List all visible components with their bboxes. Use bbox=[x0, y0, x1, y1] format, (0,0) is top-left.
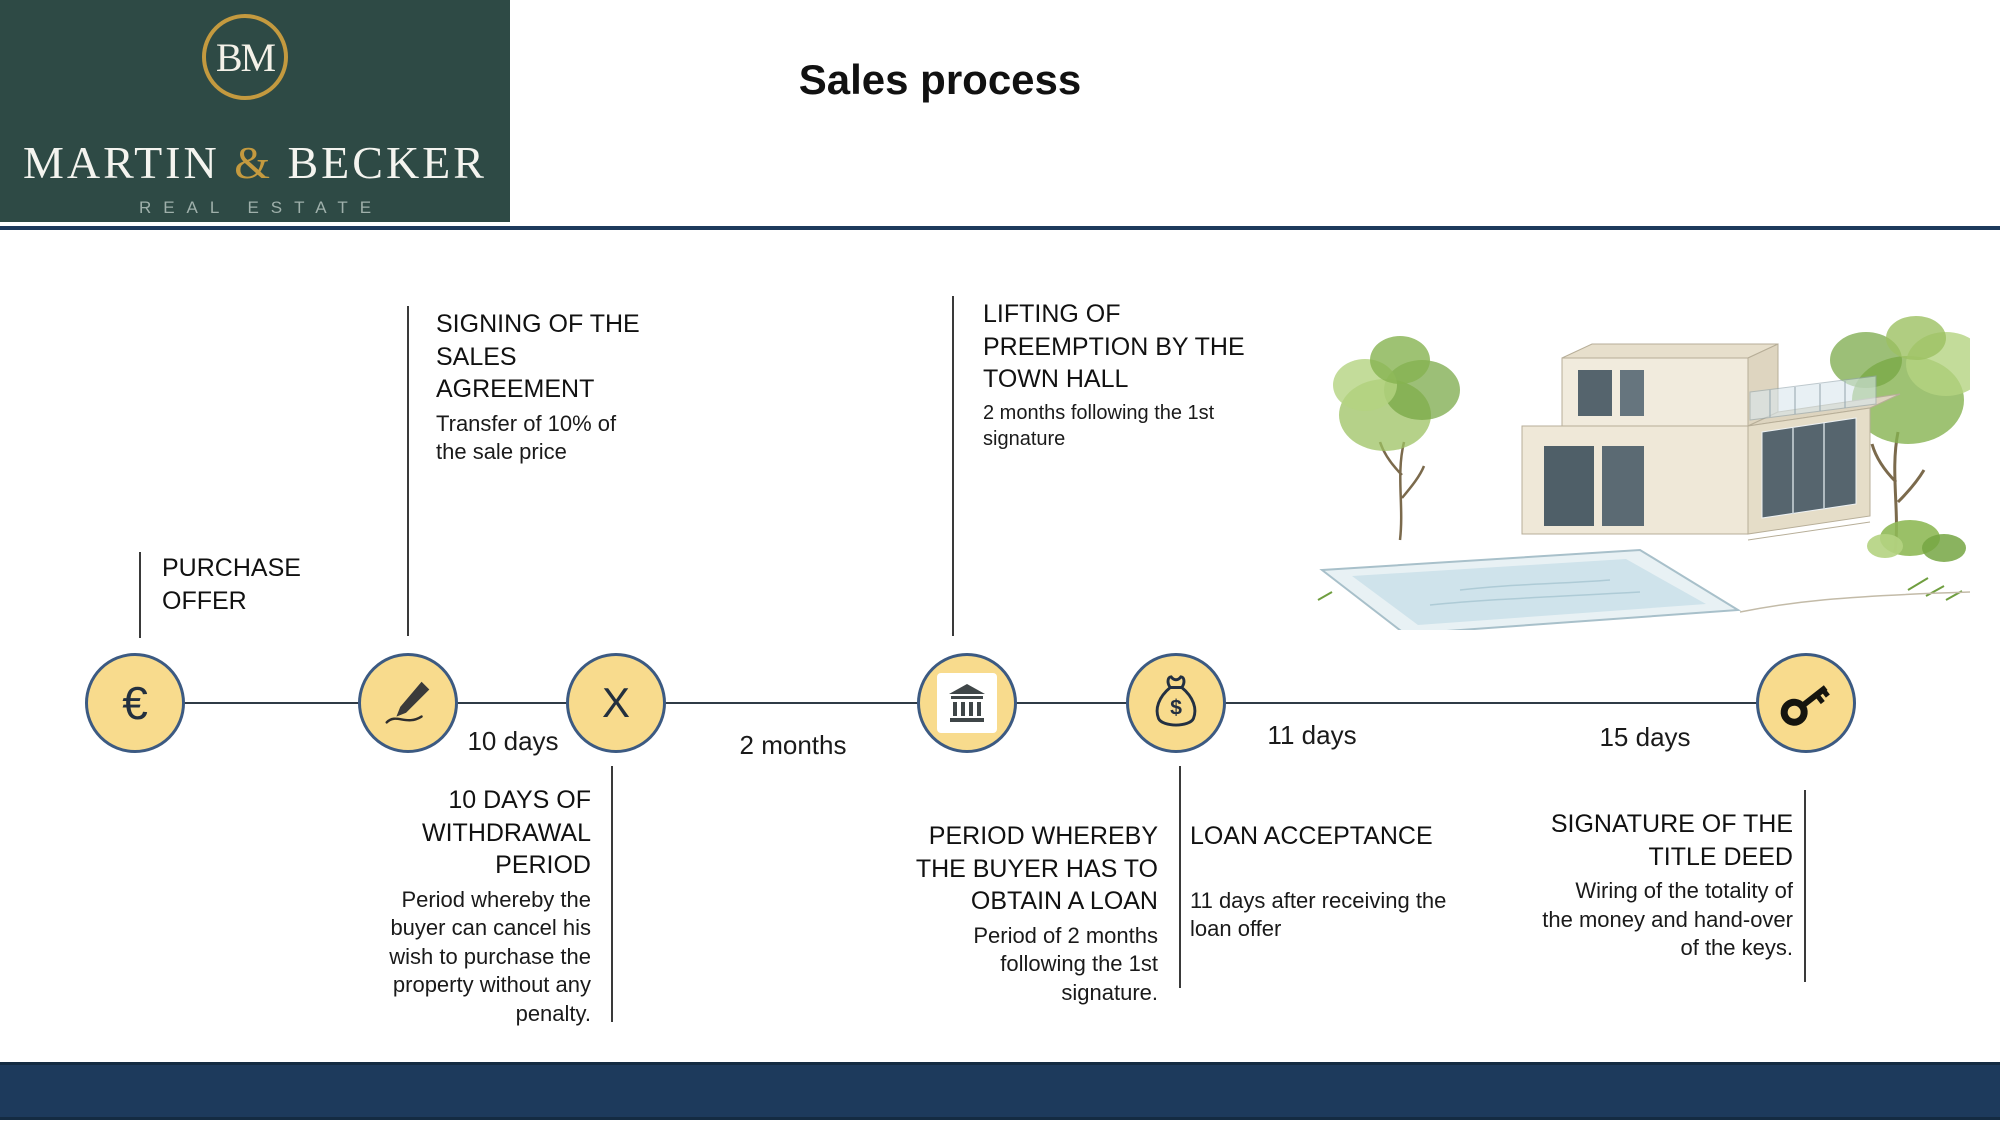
annotation-loan-period: PERIOD WHEREBY THE BUYER HAS TO OBTAIN A… bbox=[916, 820, 1158, 1007]
x-icon: X bbox=[601, 679, 630, 726]
annotation-title: LOAN ACCEPTANCE bbox=[1190, 822, 1433, 850]
annotation-body: Wiring of the totality of the money and … bbox=[1542, 878, 1793, 961]
brand-tagline: REAL ESTATE bbox=[138, 198, 384, 217]
timeline-node-withdrawal-end: X bbox=[566, 653, 666, 753]
annotation-title: PURCHASE OFFER bbox=[162, 554, 301, 615]
annotation-body: Transfer of 10% of the sale price bbox=[436, 410, 617, 465]
brand-name: MARTIN & BECKER bbox=[0, 136, 510, 189]
connector-purchase-offer bbox=[139, 552, 141, 638]
pen-icon bbox=[385, 681, 430, 724]
annotation-signing: SIGNING OF THE SALES AGREEMENT Transfer … bbox=[436, 308, 640, 467]
moneybag-icon: $ bbox=[1155, 675, 1197, 727]
brand-monogram: BM bbox=[215, 34, 276, 80]
header-divider bbox=[0, 226, 2000, 230]
pool bbox=[1319, 548, 1742, 636]
annotation-body: 2 months following the 1st signature bbox=[983, 401, 1215, 450]
annotation-withdrawal: 10 DAYS OF WITHDRAWAL PERIOD Period wher… bbox=[389, 784, 591, 1028]
connector-signing bbox=[407, 306, 409, 636]
annotation-title: LIFTING OF PREEMPTION BY THE TOWN HALL bbox=[983, 300, 1245, 393]
euro-icon: € bbox=[122, 677, 148, 729]
key-icon bbox=[1780, 685, 1830, 726]
timeline-node-town-hall bbox=[917, 653, 1017, 753]
townhall-icon bbox=[949, 684, 985, 722]
svg-text:$: $ bbox=[1170, 696, 1182, 720]
bushes bbox=[1317, 520, 1971, 613]
house-illustration-svg bbox=[1317, 316, 1986, 636]
annotation-loan-acceptance: LOAN ACCEPTANCE 11 days after receiving … bbox=[1190, 820, 1446, 944]
connector-preemption bbox=[952, 296, 954, 636]
brand-name-left: MARTIN bbox=[23, 137, 235, 188]
annotation-title: PERIOD WHEREBY THE BUYER HAS TO OBTAIN A… bbox=[915, 822, 1158, 915]
annotation-title-deed: SIGNATURE OF THE TITLE DEED Wiring of th… bbox=[1542, 808, 1793, 963]
brand-ampersand: & bbox=[234, 137, 273, 188]
annotation-title: SIGNATURE OF THE TITLE DEED bbox=[1550, 810, 1793, 871]
annotation-body: Period of 2 months following the 1st sig… bbox=[973, 922, 1158, 1005]
interval-2-months: 2 months bbox=[739, 730, 847, 760]
interval-11-days: 11 days bbox=[1267, 720, 1357, 750]
connector-title-deed bbox=[1804, 790, 1806, 982]
timeline-node-loan: $ bbox=[1126, 653, 1226, 753]
brand-block: BM MARTIN & BECKER REAL ESTATE bbox=[0, 0, 510, 222]
footer-bar bbox=[0, 1062, 2000, 1120]
page-title: Sales process bbox=[798, 56, 1082, 103]
interval-15-days: 15 days bbox=[1599, 722, 1691, 752]
tree-left bbox=[1333, 336, 1460, 541]
annotation-body: Period whereby the buyer can cancel his … bbox=[389, 886, 591, 1026]
house-illustration bbox=[1310, 300, 1986, 636]
interval-10-days: 10 days bbox=[467, 726, 559, 756]
tree-right bbox=[1830, 316, 1986, 553]
house-body bbox=[1521, 343, 1901, 541]
annotation-title: SIGNING OF THE SALES AGREEMENT bbox=[436, 310, 640, 403]
timeline-node-title-deed bbox=[1756, 653, 1856, 753]
connector-withdrawal bbox=[611, 766, 613, 1022]
annotation-body: 11 days after receiving the loan offer bbox=[1190, 887, 1447, 942]
annotation-purchase-offer: PURCHASE OFFER bbox=[162, 552, 301, 617]
timeline-node-signing bbox=[358, 653, 458, 753]
connector-loan bbox=[1179, 766, 1181, 988]
brand-name-right: BECKER bbox=[273, 137, 487, 188]
annotation-title: 10 DAYS OF WITHDRAWAL PERIOD bbox=[422, 786, 591, 879]
timeline-node-purchase-offer: € bbox=[85, 653, 185, 753]
brand-logo: BM bbox=[202, 14, 288, 100]
annotation-preemption: LIFTING OF PREEMPTION BY THE TOWN HALL 2… bbox=[983, 298, 1245, 452]
